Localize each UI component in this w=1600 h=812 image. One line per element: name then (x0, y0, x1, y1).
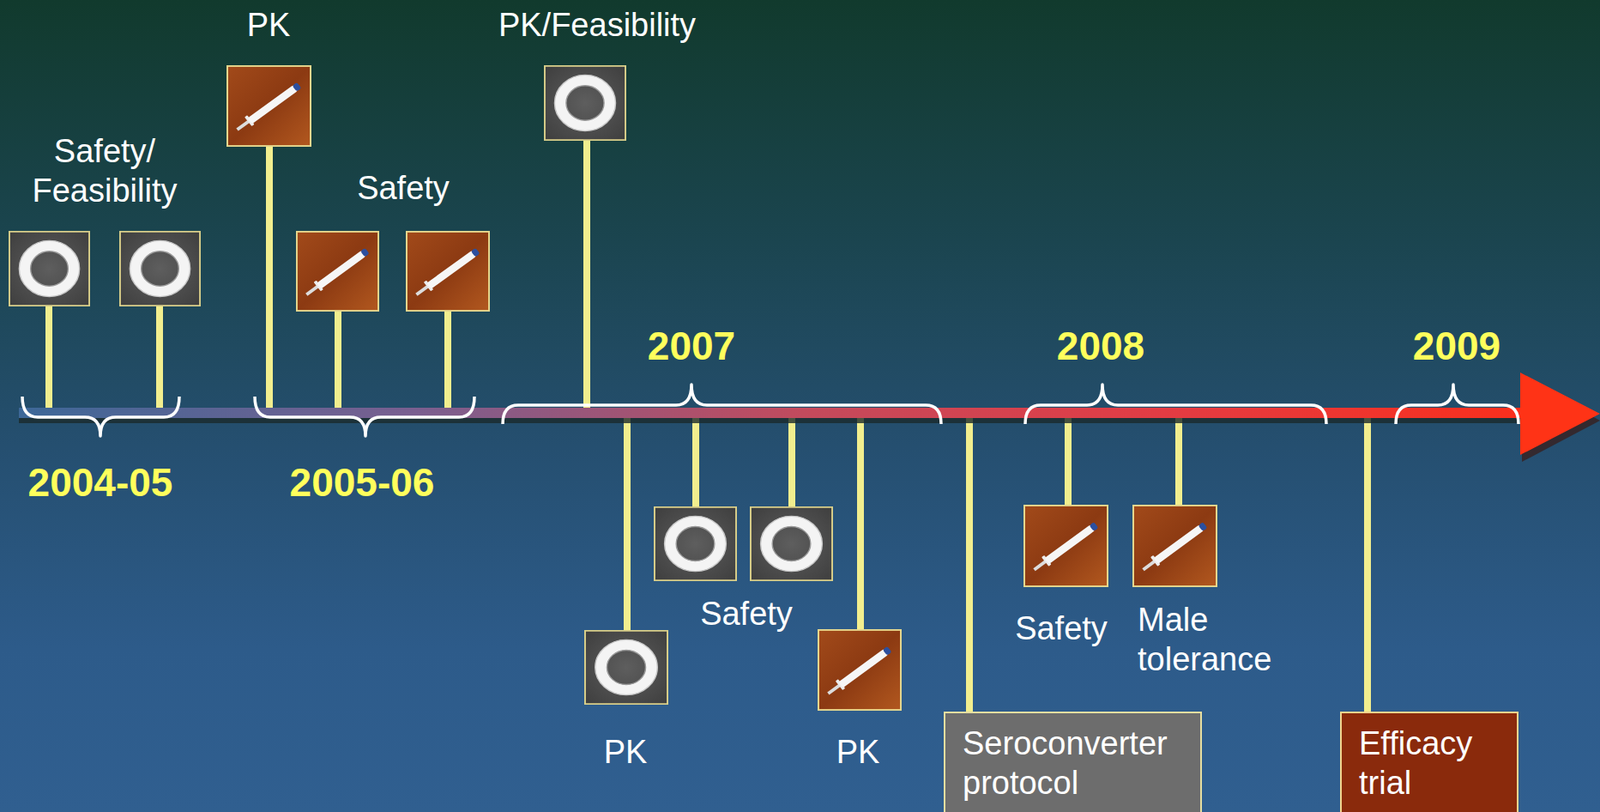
stem-line (45, 306, 53, 414)
stem-line (1064, 413, 1072, 505)
braces (22, 384, 1519, 436)
stem-line (1364, 413, 1371, 712)
stem-line (334, 311, 342, 414)
applicator-icon (296, 231, 379, 311)
study-label: Safety (700, 594, 793, 634)
year-brace (22, 396, 180, 436)
stem-line (1175, 413, 1183, 505)
applicator-icon (227, 66, 311, 146)
study-label: PK (603, 732, 648, 773)
year-brace (1395, 384, 1519, 424)
study-label: PK (247, 6, 291, 46)
stem-line (265, 146, 273, 414)
icons (9, 66, 1217, 710)
stem-line (857, 413, 864, 629)
stem-line (623, 413, 631, 630)
box-text: Efficacy trial (1358, 723, 1500, 804)
stem-line (788, 413, 796, 507)
year-label: 2005-06 (289, 458, 435, 507)
year-label: 2009 (1412, 322, 1501, 370)
stems (48, 140, 1368, 712)
year-brace (1025, 384, 1327, 424)
timeline-axis (18, 407, 1528, 418)
study-label: Safety/ Feasibility (6, 132, 204, 211)
stem-line (692, 413, 700, 507)
stem-line (583, 140, 591, 414)
study-label: Safety (1014, 609, 1108, 649)
year-label: 2004-05 (28, 458, 174, 507)
box-text: Seroconverter protocol (962, 723, 1184, 804)
applicator-icon (818, 629, 901, 710)
year-label: 2008 (1056, 322, 1145, 370)
ring-icon (585, 630, 668, 704)
stem-line (966, 413, 973, 712)
study-label: Male tolerance (1137, 600, 1301, 679)
applicator-icon (1024, 505, 1108, 586)
ring-icon (9, 231, 90, 306)
study-label: PK/Feasibility (498, 6, 696, 46)
year-label: 2007 (647, 322, 736, 370)
applicator-icon (406, 231, 490, 311)
stem-line (156, 306, 164, 414)
applicator-icon (1133, 505, 1217, 586)
year-brace (502, 384, 942, 424)
stem-line (444, 311, 452, 414)
study-label: Safety (356, 169, 450, 209)
ring-icon (654, 507, 737, 580)
timeline-arrowhead (1520, 372, 1600, 455)
study-label: PK (836, 732, 881, 773)
ring-icon (120, 231, 200, 306)
protocol-box: Seroconverter protocol (943, 711, 1202, 812)
trial-box: Efficacy trial (1340, 711, 1519, 812)
year-brace (254, 396, 475, 436)
ring-icon (544, 66, 626, 140)
ring-icon (750, 507, 833, 580)
